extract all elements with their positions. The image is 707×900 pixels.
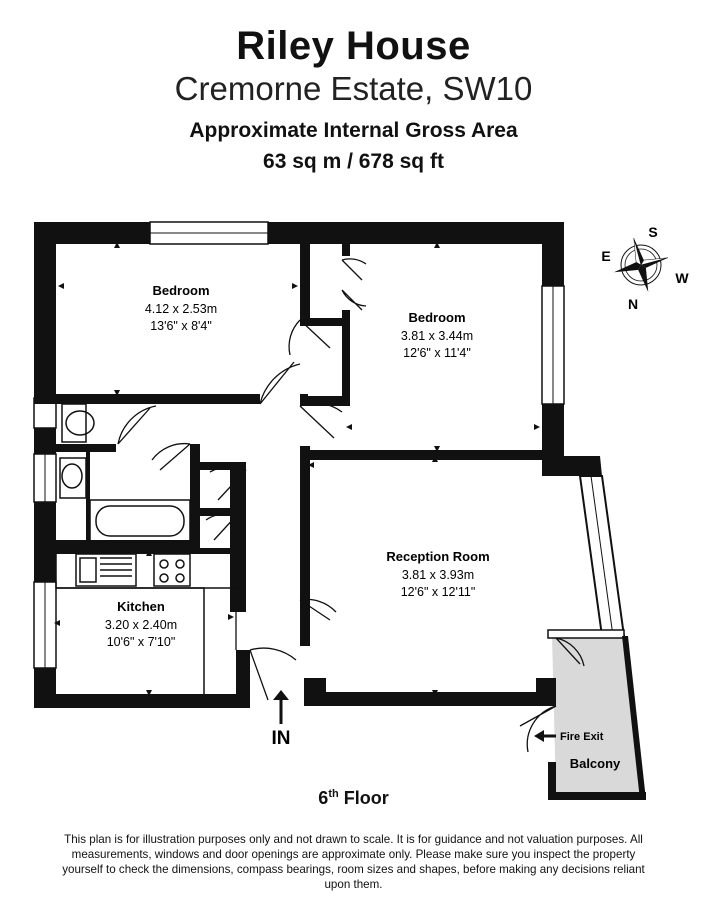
hob-icon — [153, 553, 191, 587]
room-label-balcony: Balcony — [570, 756, 621, 771]
basin-unit — [59, 457, 87, 499]
toilet-icon — [65, 410, 95, 436]
fire-exit-label: Fire Exit — [560, 731, 604, 743]
room-metric-bedroom-1: 4.12 x 2.53m — [145, 302, 217, 316]
disclaimer-text: This plan is for illustration purposes o… — [62, 833, 645, 891]
room-imperial-bedroom-2: 12'6" x 11'4" — [403, 346, 471, 360]
compass-s: S — [648, 224, 657, 240]
entrance-arrow-icon — [273, 690, 289, 724]
room-label-kitchen: Kitchen — [117, 599, 165, 614]
balcony-area — [552, 636, 640, 792]
area-label: Approximate Internal Gross Area — [189, 119, 518, 142]
compass-w: W — [675, 270, 689, 286]
dimension-arrows — [54, 242, 548, 696]
kitchen-sink-icon — [75, 553, 137, 587]
room-label-bedroom-2: Bedroom — [408, 310, 465, 325]
bath-icon — [89, 499, 191, 543]
compass-n: N — [628, 296, 638, 312]
fixtures — [55, 403, 240, 694]
room-label-bedroom-1: Bedroom — [152, 283, 209, 298]
walls — [33, 221, 646, 800]
room-label-reception: Reception Room — [386, 549, 489, 564]
floor-suffix: th — [328, 788, 339, 800]
floor-number: 6 — [318, 788, 329, 808]
compass-e: E — [601, 248, 610, 264]
room-imperial-reception: 12'6" x 12'11" — [401, 585, 476, 599]
floor-label: 6th Floor — [0, 788, 707, 809]
doors — [117, 258, 585, 753]
room-imperial-kitchen: 10'6" x 7'10" — [107, 635, 176, 649]
room-imperial-bedroom-1: 13'6" x 8'4" — [150, 319, 212, 333]
property-title: Riley House — [236, 24, 471, 68]
room-metric-reception: 3.81 x 3.93m — [402, 568, 474, 582]
area-value: 63 sq m / 678 sq ft — [263, 150, 444, 173]
room-metric-bedroom-2: 3.81 x 3.44m — [401, 329, 473, 343]
entrance-label: IN — [272, 728, 291, 749]
wc-cistern — [61, 403, 87, 443]
sink-icon — [61, 463, 83, 489]
compass-icon: S E W N — [601, 224, 689, 312]
property-address: Cremorne Estate, SW10 — [174, 70, 533, 107]
floor-word: Floor — [338, 788, 389, 808]
fire-exit-arrow-icon — [534, 730, 556, 742]
room-metric-kitchen: 3.20 x 2.40m — [105, 618, 177, 632]
